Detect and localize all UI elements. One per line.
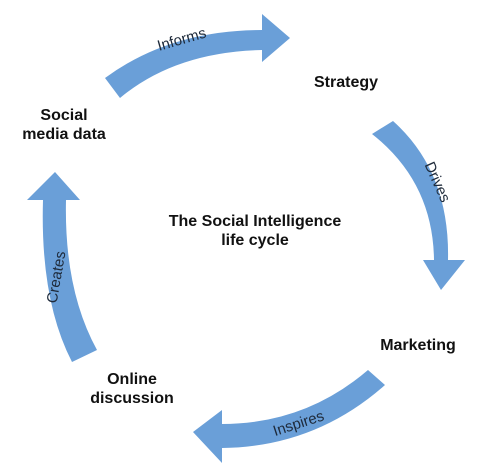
center-title-line2: life cycle — [221, 232, 289, 249]
drives-arrow — [372, 121, 465, 290]
node-online-discussion-line1: Online — [107, 371, 157, 388]
node-social-media-data-line1: Social — [40, 107, 87, 124]
center-title-line1: The Social Intelligence — [169, 213, 342, 230]
informs-arrow — [105, 14, 290, 98]
node-marketing: Marketing — [380, 337, 456, 354]
node-social-media-data-line2: media data — [22, 126, 106, 143]
node-online-discussion-line2: discussion — [90, 390, 174, 407]
creates-arrow — [27, 172, 97, 362]
inspires-arrow — [193, 370, 385, 463]
node-strategy: Strategy — [314, 74, 378, 91]
